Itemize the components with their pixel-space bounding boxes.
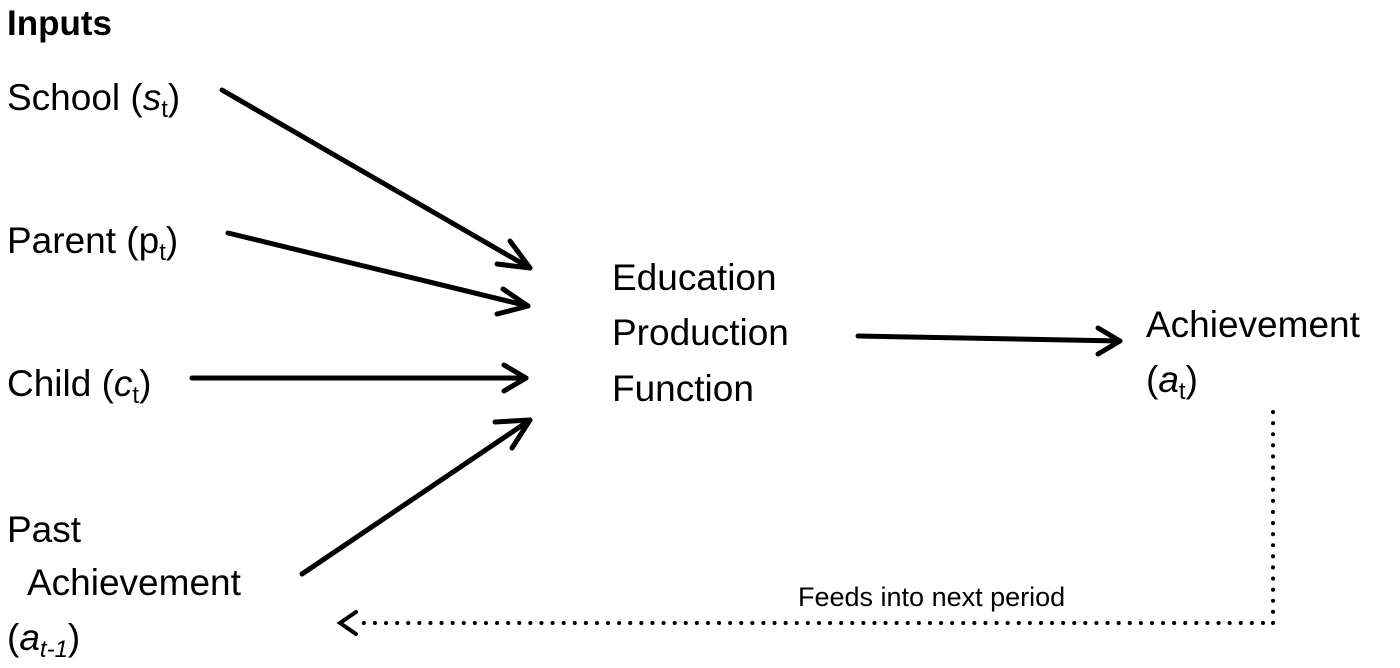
process-label-line1: Education bbox=[612, 257, 777, 298]
parent-arrow bbox=[225, 230, 531, 317]
school-label: School (st) bbox=[7, 77, 181, 123]
feedback-label: Feeds into next period bbox=[798, 582, 1066, 612]
output-arrow bbox=[855, 325, 1123, 357]
parent-label: Parent (pt) bbox=[7, 220, 179, 266]
process-label-line2: Production bbox=[612, 312, 789, 353]
output-label-var: (at) bbox=[1146, 359, 1198, 405]
output-label-line1: Achievement bbox=[1146, 304, 1360, 345]
past-label-line1: Past bbox=[7, 509, 82, 550]
past-achievement-arrow bbox=[299, 417, 533, 577]
feedback-arrow bbox=[336, 410, 1275, 636]
past-label-line2: Achievement bbox=[27, 562, 241, 603]
child-arrow bbox=[189, 362, 529, 394]
inputs-heading: Inputs bbox=[7, 4, 112, 43]
school-arrow bbox=[219, 87, 533, 271]
child-label: Child (ct) bbox=[7, 363, 152, 409]
past-label-var: (at-1) bbox=[7, 617, 81, 663]
process-label-line3: Function bbox=[612, 368, 754, 409]
